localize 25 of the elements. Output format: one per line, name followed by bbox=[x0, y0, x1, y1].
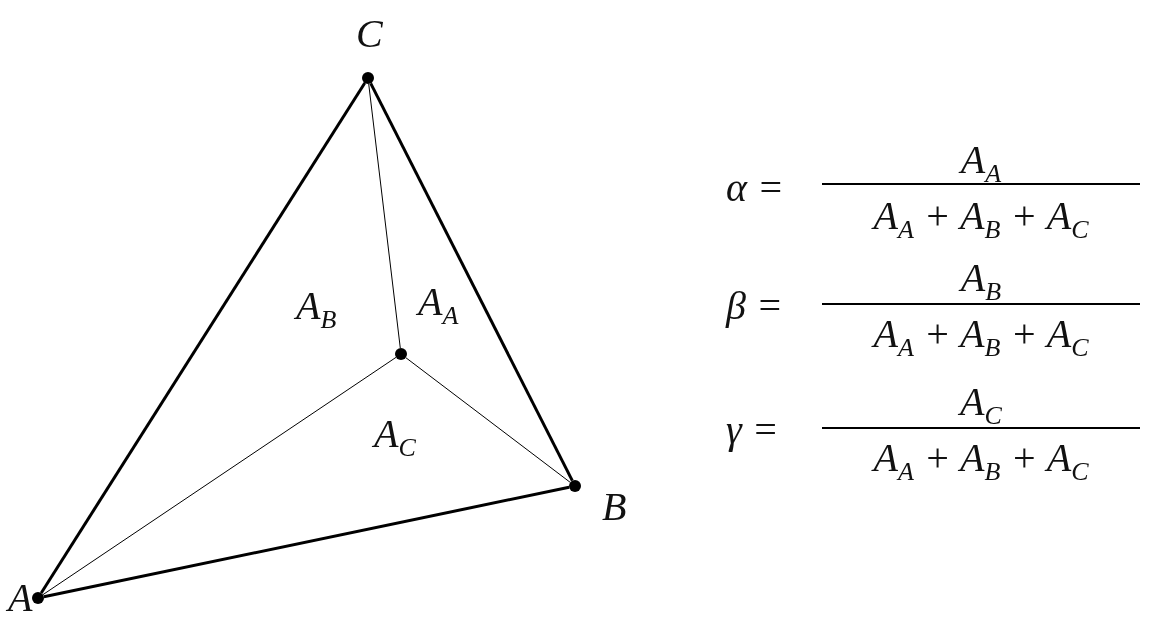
fraction-denominator: A$_{A}$ + A$_{B}$ + A$_{C}$ bbox=[870, 196, 1090, 243]
triangle-side bbox=[39, 82, 367, 594]
vertex-dot bbox=[362, 72, 374, 84]
vertex-dot bbox=[32, 592, 44, 604]
area-label: A$_{B}$ bbox=[293, 286, 338, 333]
connector-line bbox=[42, 356, 397, 596]
fraction-denominator: A$_{A}$ + A$_{B}$ + A$_{C}$ bbox=[870, 314, 1090, 361]
fraction-numerator: A$_{A}$ bbox=[957, 140, 1003, 187]
connector-line bbox=[405, 357, 571, 483]
area-label: A$_{C}$ bbox=[371, 414, 417, 461]
fraction-numerator: A$_{B}$ bbox=[957, 258, 1003, 305]
connector-line bbox=[368, 83, 401, 349]
fraction-numerator: A$_{C}$ bbox=[957, 382, 1003, 429]
vertex-label: C bbox=[355, 14, 384, 54]
fraction-denominator: A$_{A}$ + A$_{B}$ + A$_{C}$ bbox=[870, 438, 1090, 485]
vertex-label: A bbox=[5, 578, 34, 618]
vertex-dot bbox=[569, 480, 581, 492]
vertex-dot bbox=[395, 348, 407, 360]
area-label: A$_{A}$ bbox=[415, 282, 460, 329]
vertex-label: B bbox=[601, 487, 628, 527]
triangle-side bbox=[43, 485, 570, 599]
formula-lhs: β = bbox=[724, 286, 784, 326]
formula-lhs: γ = bbox=[725, 410, 780, 450]
formula-lhs: α = bbox=[725, 168, 785, 208]
triangle-side bbox=[369, 82, 574, 482]
